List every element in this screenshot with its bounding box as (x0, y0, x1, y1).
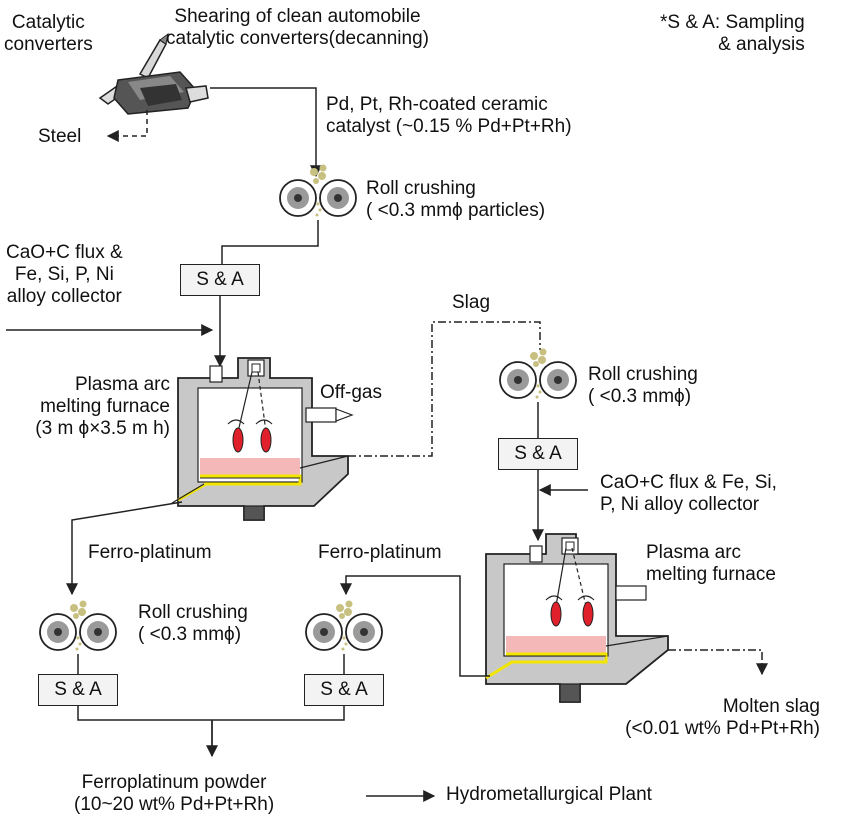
sa-box-1: S & A (180, 264, 260, 296)
crusher1-to-sa1-line (221, 220, 319, 264)
roll-crushing-2-line-2: ( <0.3 mmϕ) (588, 386, 692, 407)
legend-note-line-1: *S & A: Sampling (660, 12, 805, 33)
roll-crushing-2-line-1: Roll crushing (588, 364, 698, 385)
plasma-furnace-1-icon (171, 357, 354, 521)
slag-label: Slag (452, 292, 491, 313)
molten-slag-line-2: (<0.01 wt% Pd+Pt+Rh) (625, 718, 820, 739)
roll-crushing-3-line-1: Roll crushing (138, 602, 248, 623)
ferroplatinum-powder-line-2: (10~20 wt% Pd+Pt+Rh) (74, 794, 275, 815)
furnace-2-label: Plasma arc melting furnace (646, 542, 776, 586)
roll-crushing-1-label: Roll crushing ( <0.3 mmϕ particles) (366, 178, 545, 222)
catalytic-converters-line-2: converters (4, 34, 93, 55)
ferroplatinum-powder-label: Ferroplatinum powder (10~20 wt% Pd+Pt+Rh… (74, 772, 274, 816)
shearing-line-2: catalytic converters(decanning) (166, 28, 429, 49)
legend-note: *S & A: Sampling & analysis (660, 12, 805, 56)
off-gas-label: Off-gas (320, 382, 382, 403)
ferroplatinum-powder-line-1: Ferroplatinum powder (81, 772, 267, 793)
furnace-1-line-3: (3 m ϕ×3.5 m h) (35, 418, 170, 439)
shearing-label: Shearing of clean automobile catalytic c… (166, 6, 429, 50)
legend-note-line-2: & analysis (718, 34, 805, 55)
flux-1-line-1: CaO+C flux & (6, 242, 123, 263)
flux-2-line-1: CaO+C flux & Fe, Si, (600, 472, 777, 493)
flux-2-line-2: P, Ni alloy collector (600, 494, 760, 515)
furnace-1-label: Plasma arc melting furnace (3 m ϕ×3.5 m … (4, 374, 170, 440)
ferro-platinum-1-line (66, 501, 183, 596)
molten-slag-label: Molten slag (<0.01 wt% Pd+Pt+Rh) (540, 696, 820, 740)
molten-slag-line (668, 649, 768, 676)
shearing-line-1: Shearing of clean automobile (174, 6, 421, 27)
roll-crusher-4-icon (305, 600, 383, 651)
sa-box-2: S & A (498, 438, 578, 470)
sa-box-3: S & A (38, 674, 118, 706)
furnace-2-line-2: melting furnace (646, 564, 776, 585)
roll-crusher-3-icon (39, 600, 117, 651)
roll-crushing-1-line-2: ( <0.3 mmϕ particles) (366, 200, 546, 221)
sa-join-line (77, 706, 345, 756)
hydrometallurgical-plant-label: Hydrometallurgical Plant (446, 784, 652, 805)
flux-1-line-2: Fe, Si, P, Ni (14, 264, 114, 285)
furnace-2-line-1: Plasma arc (646, 542, 742, 563)
catalytic-converters-line-1: Catalytic (11, 12, 85, 33)
flux-1-label: CaO+C flux & Fe, Si, P, Ni alloy collect… (6, 242, 123, 308)
roll-crusher-2-icon (499, 348, 577, 399)
sa-box-4: S & A (304, 674, 384, 706)
roll-crushing-3-label: Roll crushing ( <0.3 mmϕ) (138, 602, 248, 646)
furnace-1-line-2: melting furnace (40, 396, 170, 417)
catalytic-converter-icon (98, 32, 209, 115)
coated-catalyst-line-2: catalyst (~0.15 % Pd+Pt+Rh) (326, 116, 572, 137)
converter-to-crusher-line (210, 87, 322, 178)
ferro-platinum-2-label: Ferro-platinum (318, 542, 442, 563)
flux-1-line-3: alloy collector (6, 286, 122, 307)
ferro-platinum-2-line (340, 575, 490, 677)
molten-slag-line-1: Molten slag (722, 696, 820, 717)
furnace-1-line-1: Plasma arc (74, 374, 170, 395)
coated-catalyst-line-1: Pd, Pt, Rh-coated ceramic (326, 94, 548, 115)
slag-line (348, 321, 541, 457)
flux-2-label: CaO+C flux & Fe, Si, P, Ni alloy collect… (600, 472, 777, 516)
roll-crushing-3-line-2: ( <0.3 mmϕ) (138, 624, 242, 645)
steel-label: Steel (38, 126, 82, 147)
catalytic-converters-label: Catalytic converters (4, 12, 93, 56)
coated-catalyst-label: Pd, Pt, Rh-coated ceramic catalyst (~0.1… (326, 94, 572, 138)
roll-crusher-1-icon (279, 164, 357, 217)
ferro-platinum-1-label: Ferro-platinum (88, 542, 212, 563)
roll-crushing-2-label: Roll crushing ( <0.3 mmϕ) (588, 364, 698, 408)
plasma-furnace-2-icon (485, 533, 669, 703)
roll-crushing-1-line-1: Roll crushing (366, 178, 476, 199)
